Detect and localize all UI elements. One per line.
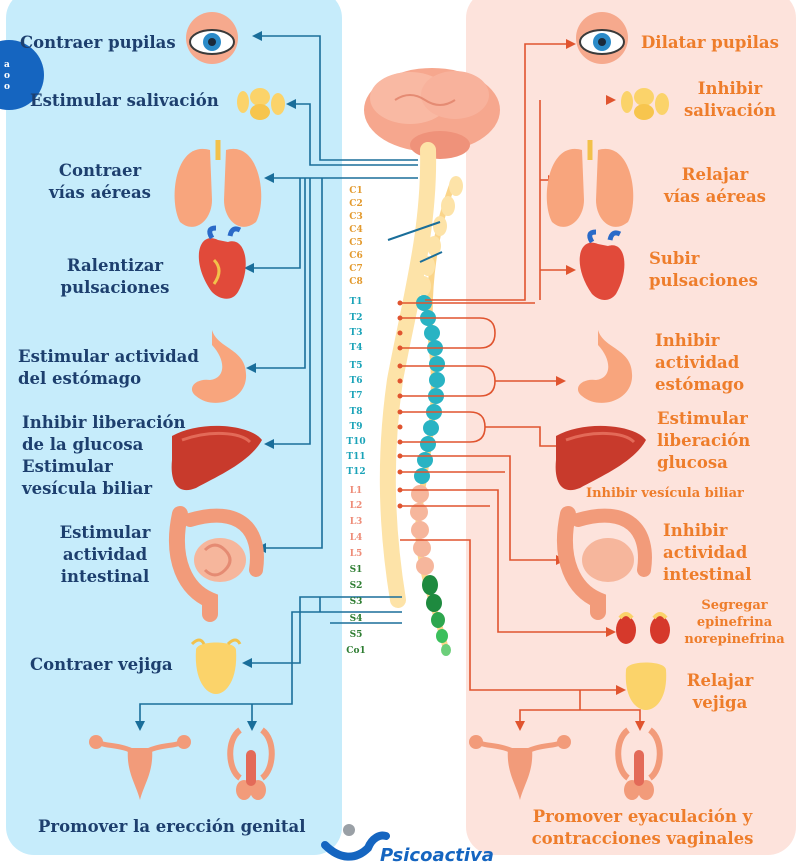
segment-t5: T5 bbox=[343, 361, 369, 371]
segment-l4: L4 bbox=[343, 533, 369, 543]
segment-c4: C4 bbox=[343, 225, 369, 235]
segment-t11: T11 bbox=[343, 452, 369, 462]
segment-t9: T9 bbox=[343, 422, 369, 432]
segment-c7: C7 bbox=[343, 264, 369, 274]
eye-icon bbox=[186, 12, 238, 64]
segment-t7: T7 bbox=[343, 391, 369, 401]
segment-s5: S5 bbox=[343, 630, 369, 640]
segment-t12: T12 bbox=[343, 467, 369, 477]
segment-co1: Co1 bbox=[343, 646, 369, 656]
segment-c6: C6 bbox=[343, 251, 369, 261]
label-inhibir-vesicula: Inhibir vesícula biliar bbox=[586, 485, 744, 502]
label-ereccion: Promover la erección genital bbox=[38, 816, 305, 838]
segment-t4: T4 bbox=[343, 343, 369, 353]
label-contraer-pupilas: Contraer pupilas bbox=[20, 32, 176, 54]
segment-l5: L5 bbox=[343, 549, 369, 559]
label-estimular-salivacion: Estimular salivación bbox=[30, 90, 219, 112]
male-reproductive-icon-left bbox=[230, 730, 272, 800]
segment-t6: T6 bbox=[343, 376, 369, 386]
segment-c1: C1 bbox=[343, 186, 369, 196]
heart-icon-right bbox=[580, 232, 625, 300]
segment-t1: T1 bbox=[343, 297, 369, 307]
uterus-icon-left bbox=[89, 735, 191, 800]
segment-l1: L1 bbox=[343, 486, 369, 496]
logo-icon bbox=[325, 824, 386, 857]
segment-l2: L2 bbox=[343, 501, 369, 511]
bladder-icon bbox=[192, 640, 240, 694]
segment-c3: C3 bbox=[343, 212, 369, 222]
bladder-icon-right bbox=[626, 663, 666, 711]
adrenal-gland-icon bbox=[616, 614, 670, 644]
segment-l3: L3 bbox=[343, 517, 369, 527]
salivary-gland-icon bbox=[237, 88, 285, 120]
label-dilatar-pupilas: Dilatar pupilas bbox=[641, 32, 779, 54]
intestine-icon-right bbox=[565, 514, 645, 612]
lungs-icon-right bbox=[547, 140, 633, 227]
lungs-icon bbox=[175, 140, 262, 227]
segment-t2: T2 bbox=[343, 313, 369, 323]
liver-icon-right bbox=[556, 426, 646, 490]
uterus-icon-right bbox=[469, 735, 571, 800]
label-contraer-vejiga: Contraer vejiga bbox=[30, 654, 173, 676]
stomach-icon bbox=[192, 330, 246, 403]
segment-c5: C5 bbox=[343, 238, 369, 248]
segment-c2: C2 bbox=[343, 199, 369, 209]
salivary-gland-icon-right bbox=[621, 88, 669, 120]
segment-s1: S1 bbox=[343, 565, 369, 575]
heart-icon bbox=[199, 228, 246, 299]
segment-s3: S3 bbox=[343, 597, 369, 607]
eye-icon-right bbox=[576, 12, 628, 64]
male-reproductive-icon-right bbox=[618, 730, 660, 800]
stomach-icon-right bbox=[578, 330, 632, 403]
segment-t10: T10 bbox=[343, 437, 369, 447]
segment-s4: S4 bbox=[343, 614, 369, 624]
segment-t3: T3 bbox=[343, 328, 369, 338]
segment-s2: S2 bbox=[343, 581, 369, 591]
segment-t8: T8 bbox=[343, 407, 369, 417]
segment-c8: C8 bbox=[343, 277, 369, 287]
intestine-icon bbox=[177, 514, 257, 614]
